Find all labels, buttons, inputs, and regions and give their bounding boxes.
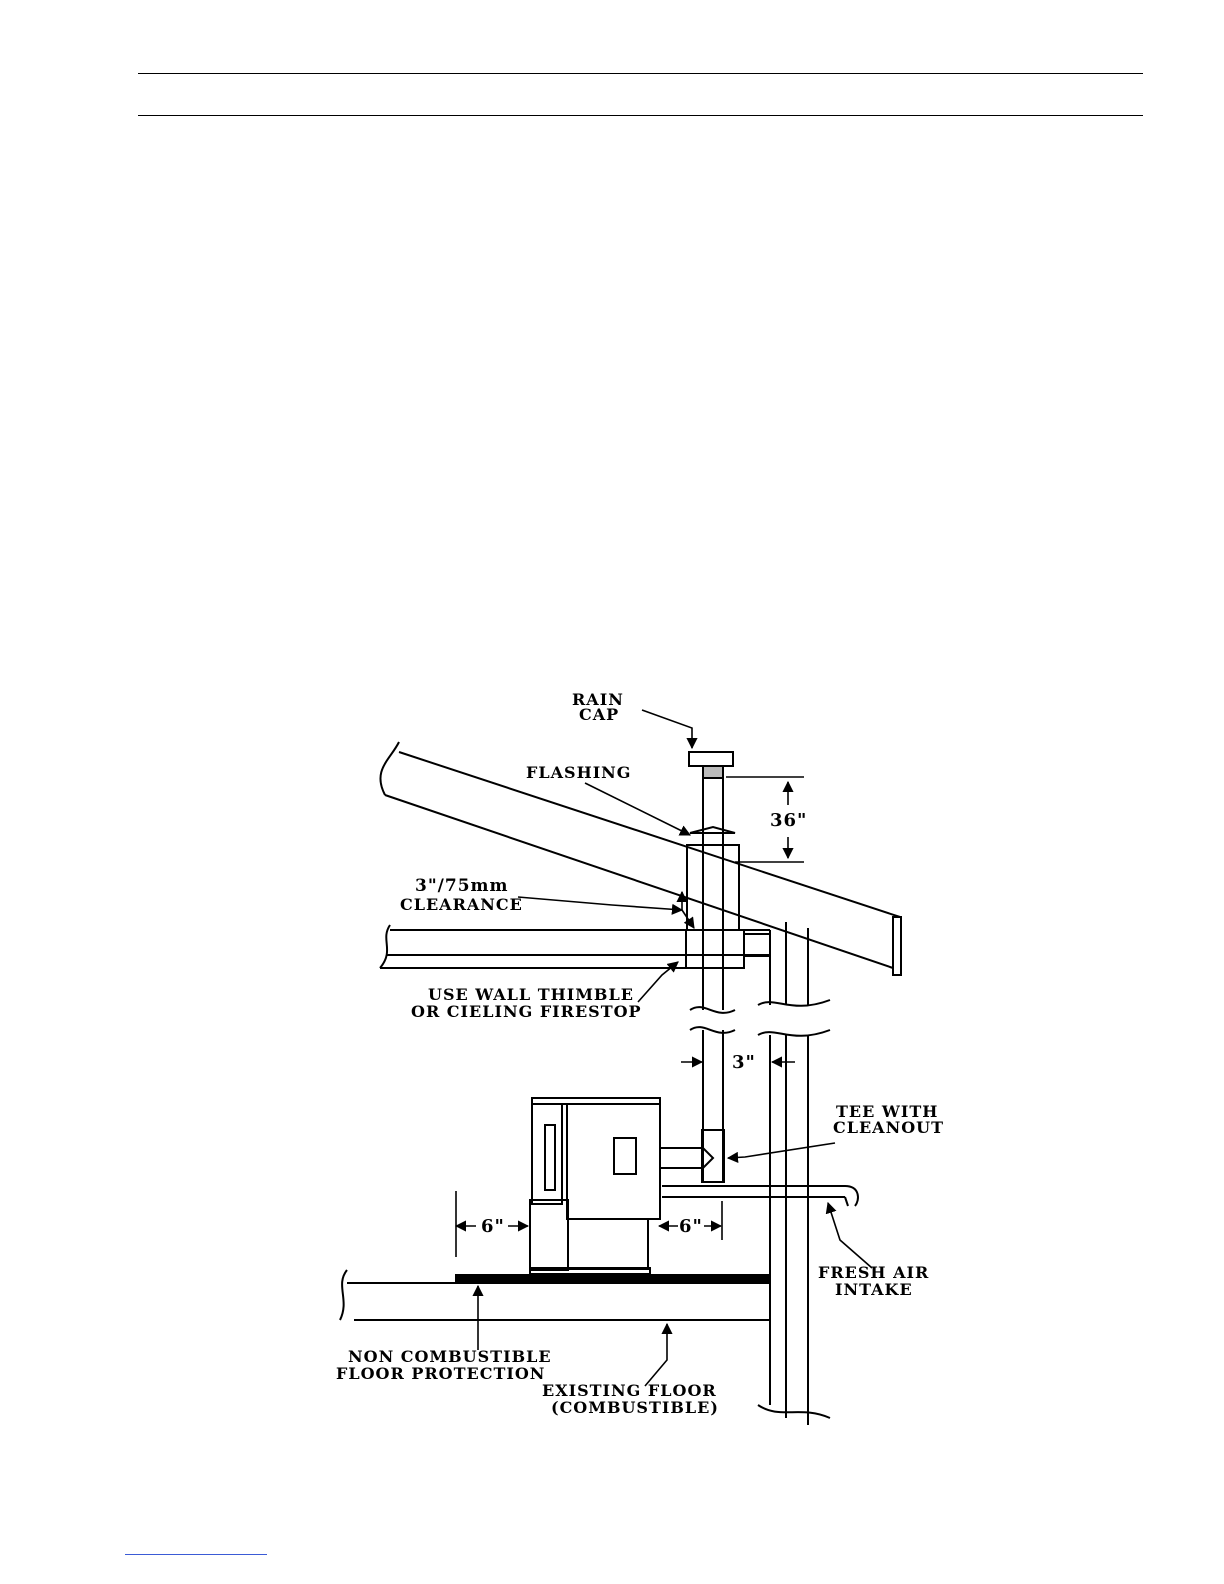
label-dim-6-right: 6" [679,1216,703,1237]
label-existing-floor-2: (COMBUSTIBLE) [551,1398,719,1417]
label-rain-cap-2: CAP [579,705,619,724]
wall [758,922,830,1425]
label-flashing: FLASHING [526,763,631,782]
label-dim-3: 3" [732,1052,756,1073]
floor-protection [455,1274,769,1283]
label-clearance-2: CLEARANCE [400,895,523,914]
label-dim-6-left: 6" [481,1216,505,1237]
label-clearance-1: 3"/75mm [415,876,509,896]
roof [380,742,901,975]
ceiling [380,925,770,968]
label-fresh-air-2: INTAKE [835,1280,913,1299]
footer-link-underline[interactable] [125,1554,267,1555]
label-tee-2: CLEANOUT [833,1118,944,1137]
label-thimble-2: OR CIELING FIRESTOP [411,1002,642,1021]
label-dim-36: 36" [770,810,807,831]
label-floor-prot-2: FLOOR PROTECTION [336,1364,545,1383]
